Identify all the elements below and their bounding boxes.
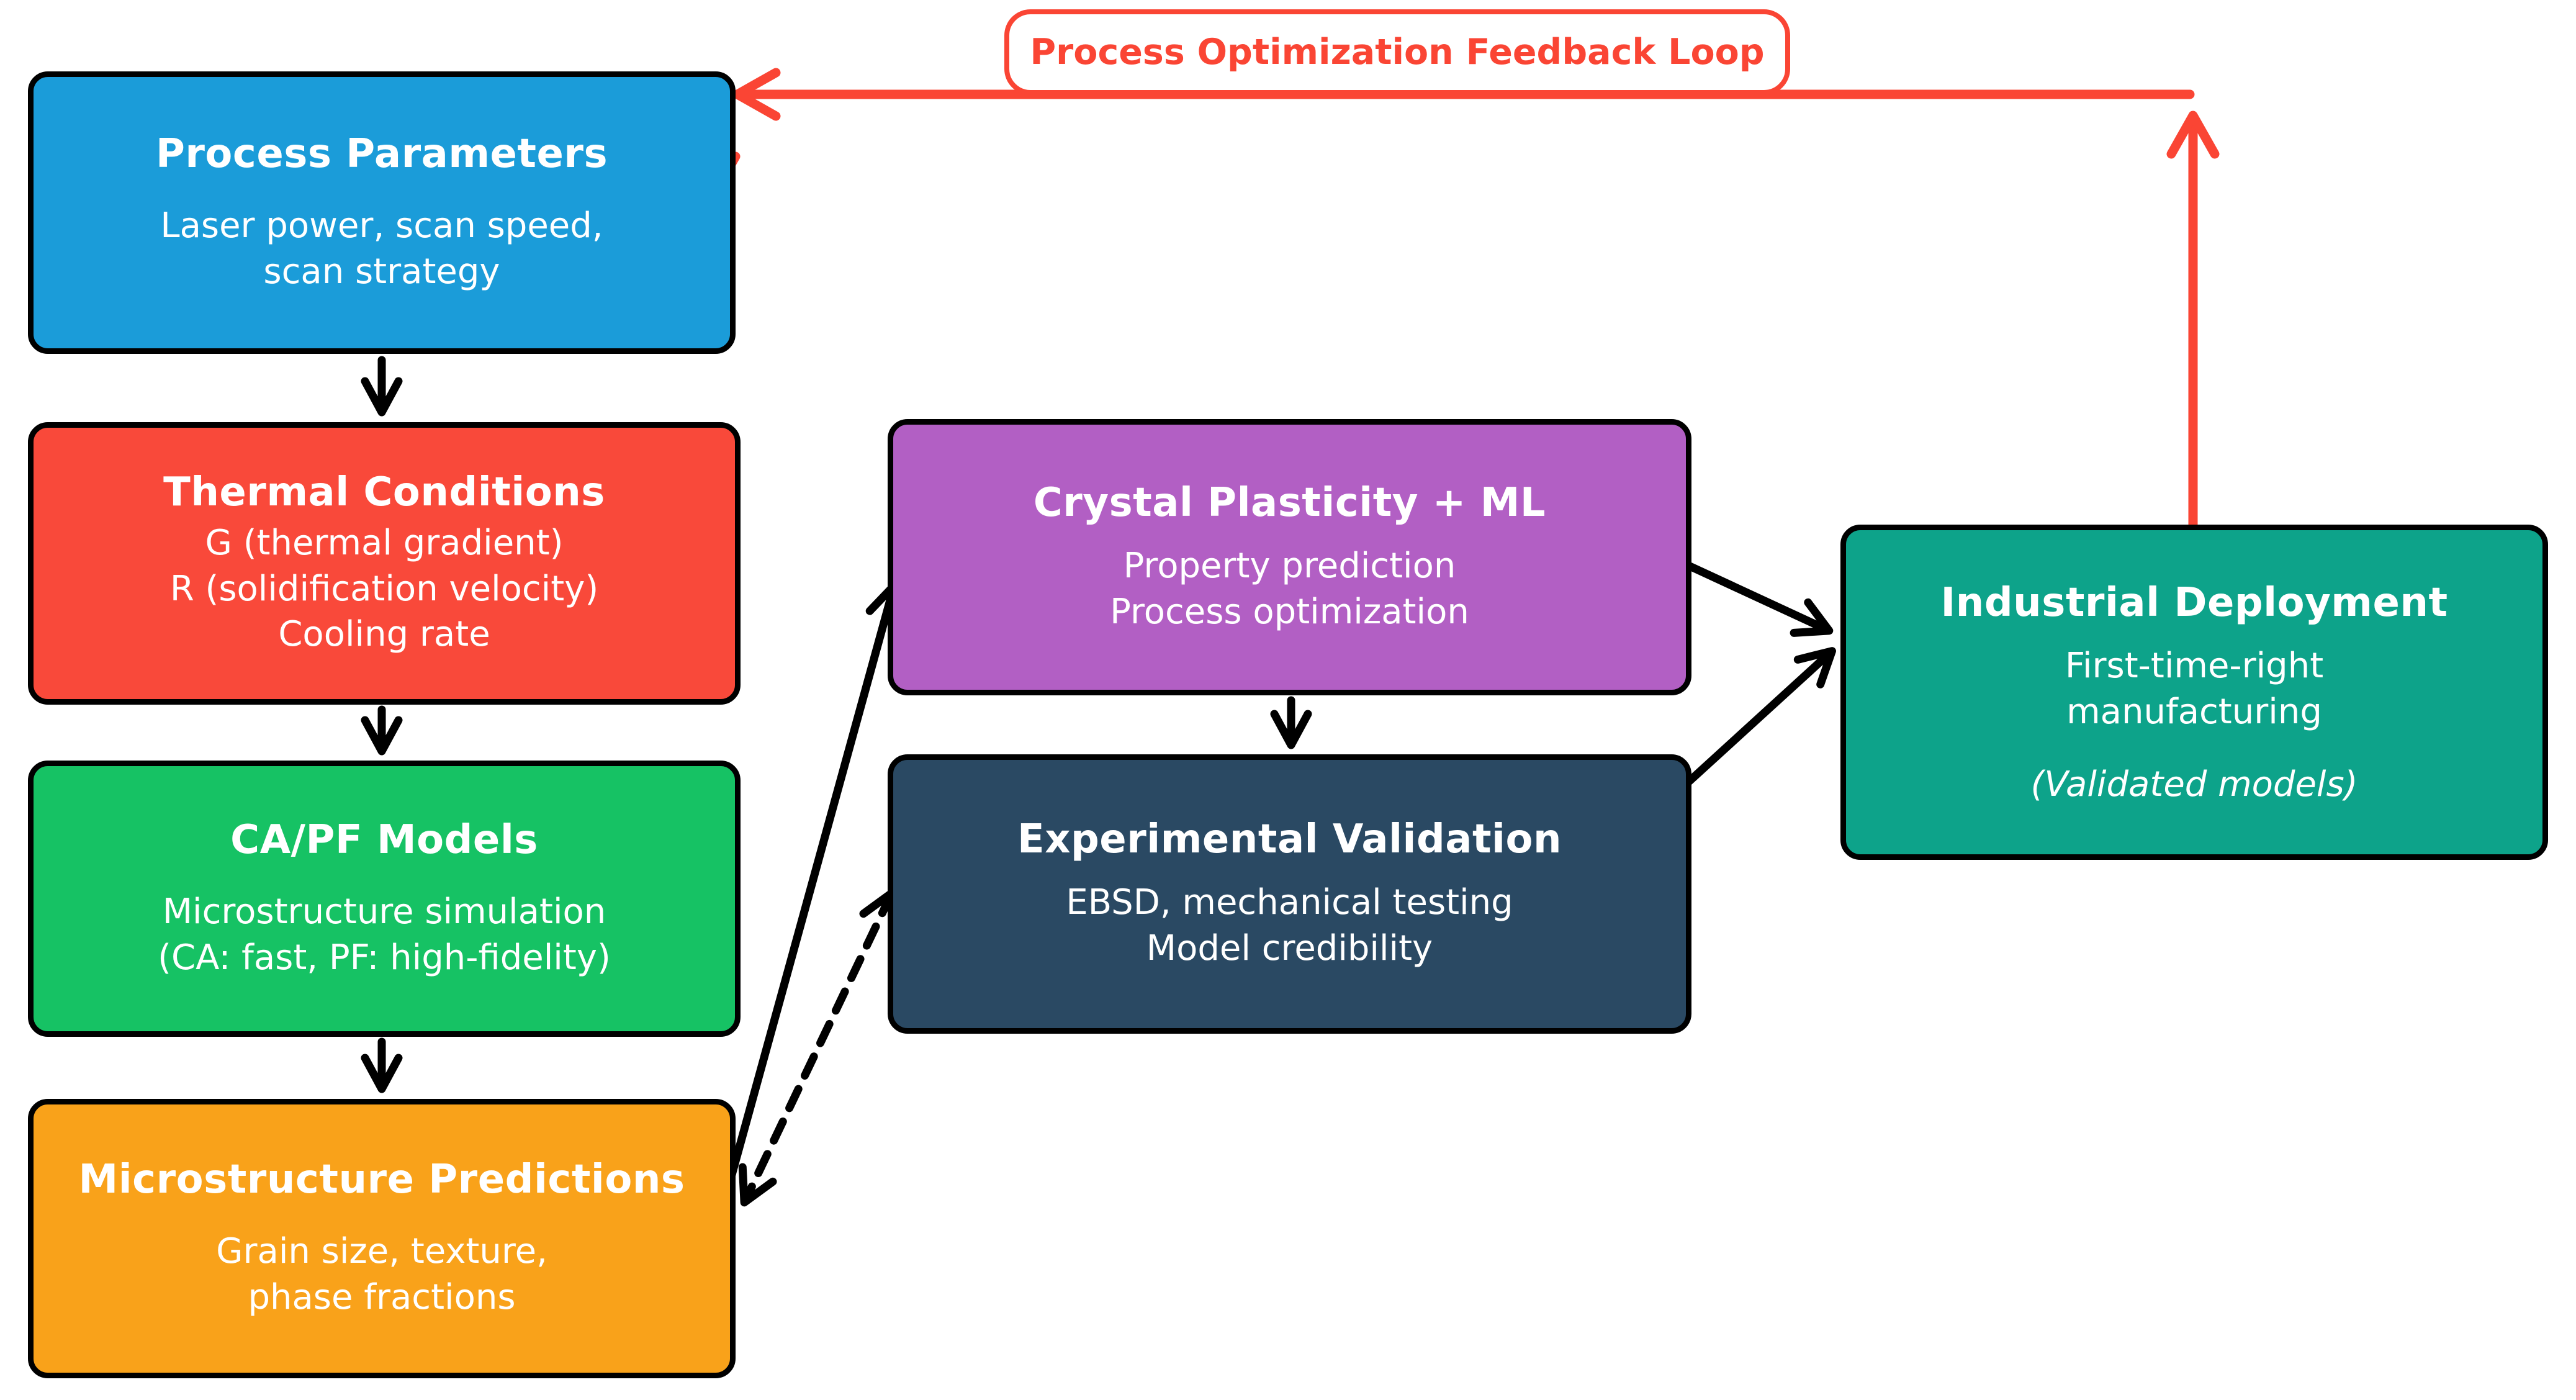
feedback-loop-label: Process Optimization Feedback Loop (1004, 9, 1790, 95)
node-thermal-conditions: Thermal Conditions G (thermal gradient) … (28, 422, 741, 705)
node-title: Microstructure Predictions (78, 1157, 685, 1203)
node-line: Laser power, scan speed, (160, 205, 603, 246)
arrow-micro-to-crystal (718, 581, 906, 1215)
node-title: Process Parameters (155, 130, 608, 177)
arrow-experimental-micro-dashed (738, 888, 898, 1207)
node-line: Grain size, texture, (216, 1231, 547, 1272)
node-line: phase fractions (248, 1277, 516, 1317)
node-line: R (solidification velocity) (169, 568, 599, 609)
node-line: G (thermal gradient) (205, 522, 564, 563)
node-line: Property prediction (1123, 545, 1456, 586)
node-title: Industrial Deployment (1940, 579, 2448, 626)
node-line: First-time-right (2065, 645, 2324, 686)
arrow-experimental-to-industrial (1665, 647, 1836, 803)
feedback-loop-label-text: Process Optimization Feedback Loop (1030, 32, 1765, 73)
node-title: CA/PF Models (230, 816, 538, 863)
node-microstructure-predictions: Microstructure Predictions Grain size, t… (28, 1099, 736, 1378)
node-line: EBSD, mechanical testing (1066, 882, 1513, 923)
node-line: manufacturing (2066, 691, 2322, 732)
node-ca-pf-models: CA/PF Models Microstructure simulation (… (28, 761, 741, 1037)
node-line: Cooling rate (278, 614, 490, 655)
node-title: Crystal Plasticity + ML (1033, 479, 1546, 526)
node-title: Thermal Conditions (163, 469, 605, 515)
node-experimental-validation: Experimental Validation EBSD, mechanical… (888, 754, 1691, 1034)
node-crystal-plasticity-ml: Crystal Plasticity + ML Property predict… (888, 419, 1691, 695)
node-line: Process optimization (1110, 591, 1469, 632)
node-line: Model credibility (1146, 928, 1433, 969)
node-title: Experimental Validation (1017, 816, 1562, 863)
node-process-parameters: Process Parameters Laser power, scan spe… (28, 71, 736, 354)
node-line: (CA: fast, PF: high-fidelity) (158, 937, 611, 978)
node-line: Microstructure simulation (162, 891, 606, 932)
node-note: (Validated models) (2030, 764, 2358, 805)
node-line: scan strategy (263, 251, 500, 292)
arrow-crystal-to-industrial (1665, 553, 1834, 637)
node-industrial-deployment: Industrial Deployment First-time-right m… (1840, 525, 2548, 860)
